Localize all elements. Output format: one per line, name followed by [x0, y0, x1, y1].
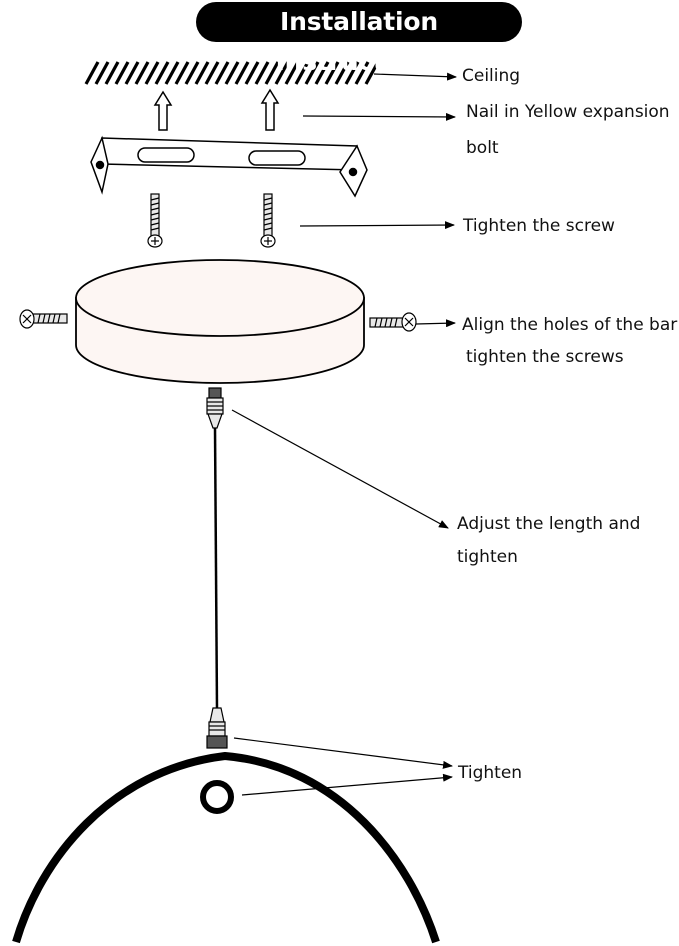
canopy-icon [75, 259, 365, 384]
suspension-cable [213, 427, 219, 711]
title-badge [196, 2, 522, 42]
label-align-line2: tighten the screws [466, 347, 624, 367]
screw-icon [369, 312, 417, 332]
lampshade-icon [12, 751, 440, 944]
label-align-line1: Align the holes of the bar [462, 315, 678, 335]
screw-icon [147, 193, 163, 248]
label-tighten-screw: Tighten the screw [463, 216, 615, 236]
bracket-icon [90, 135, 368, 198]
label-nail-line1: Nail in Yellow expansion [466, 102, 670, 122]
label-ceiling: Ceiling [462, 66, 521, 86]
cable-gripper-icon [206, 707, 228, 749]
cable-gripper-icon [206, 387, 224, 429]
ceiling-hatch [84, 61, 380, 85]
lampshade-hole [200, 780, 234, 814]
screw-icon [260, 193, 276, 248]
page-title: Installation Instructions [275, 7, 443, 76]
label-adjust-line2: tighten [457, 547, 518, 567]
label-nail-line2: bolt [466, 138, 499, 158]
up-arrow-icon [153, 90, 173, 131]
label-tighten: Tighten [458, 763, 523, 783]
screw-icon [19, 309, 68, 329]
up-arrow-icon [260, 88, 280, 131]
label-adjust-line1: Adjust the length and [457, 514, 641, 534]
pointer-lines [231, 72, 457, 796]
